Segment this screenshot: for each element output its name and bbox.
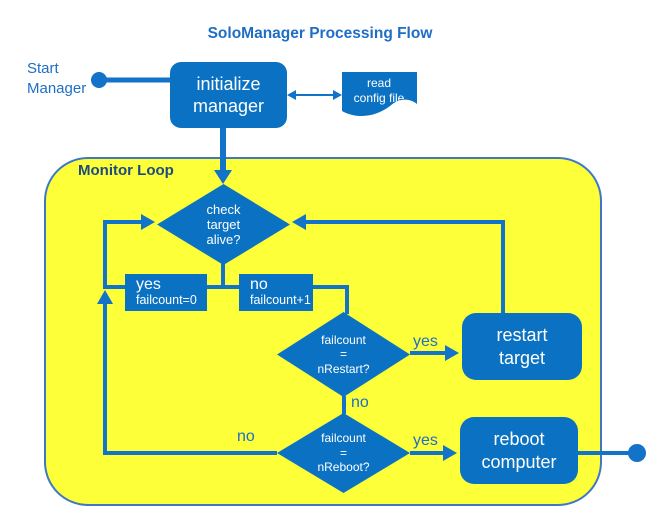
reboot-computer-box: reboot computer: [460, 417, 578, 484]
reboot-computer-label: reboot computer: [481, 429, 557, 472]
initialize-manager-label: initialize manager: [192, 73, 265, 117]
reboot-check-line2: =: [339, 445, 347, 460]
monitor-loop-label: Monitor Loop: [78, 162, 174, 179]
restart-yes-edge-label: yes: [413, 333, 438, 350]
reboot-no-edge-label: no: [237, 428, 255, 445]
restart-check-line3: nRestart?: [317, 361, 370, 376]
no-branch-head: no: [250, 276, 268, 293]
arrowhead-into-readconfig: [333, 90, 342, 100]
reboot-yes-edge-label: yes: [413, 432, 438, 449]
restart-no-edge-label: no: [351, 394, 369, 411]
read-config-document: [342, 72, 417, 117]
yes-branch-head: yes: [136, 276, 161, 293]
read-config-label: read config file: [353, 76, 405, 105]
start-terminator-dot: [91, 72, 107, 88]
check-target-alive-label: check target alive?: [206, 201, 241, 248]
edge-reboot-no-loop: [103, 302, 277, 455]
arrowhead-into-restart-target: [445, 345, 459, 361]
yes-branch-detail: failcount=0: [136, 292, 197, 307]
arrowhead-into-initialize: [287, 90, 296, 100]
arrowhead-into-check-top: [214, 170, 232, 184]
no-failcount-box: no failcount+1: [239, 274, 313, 311]
arrowhead-into-reboot-computer: [443, 445, 457, 461]
edge-restart-loop-to-check: [306, 220, 505, 314]
start-label: Start Manager: [27, 60, 87, 98]
restart-check-line2: =: [339, 347, 347, 362]
reboot-check-line1: failcount: [321, 431, 366, 446]
flow-title: SoloManager Processing Flow: [207, 25, 433, 42]
arrowhead-no-loop-up: [97, 290, 113, 304]
arrowhead-into-check-right: [292, 214, 306, 230]
initialize-manager-box: initialize manager: [170, 62, 287, 128]
restart-target-box: restart target: [462, 313, 582, 380]
restart-target-label: restart target: [496, 325, 548, 368]
restart-check-line1: failcount: [321, 332, 366, 347]
end-terminator-dot: [628, 444, 646, 462]
no-branch-detail: failcount+1: [250, 292, 311, 307]
yes-failcount-box: yes failcount=0: [125, 274, 207, 311]
edge-yes-loop-to-check: [103, 220, 141, 289]
arrowhead-into-check-left: [141, 214, 155, 230]
reboot-check-line3: nReboot?: [317, 460, 370, 475]
edge-no-to-restart-check: [313, 285, 349, 314]
